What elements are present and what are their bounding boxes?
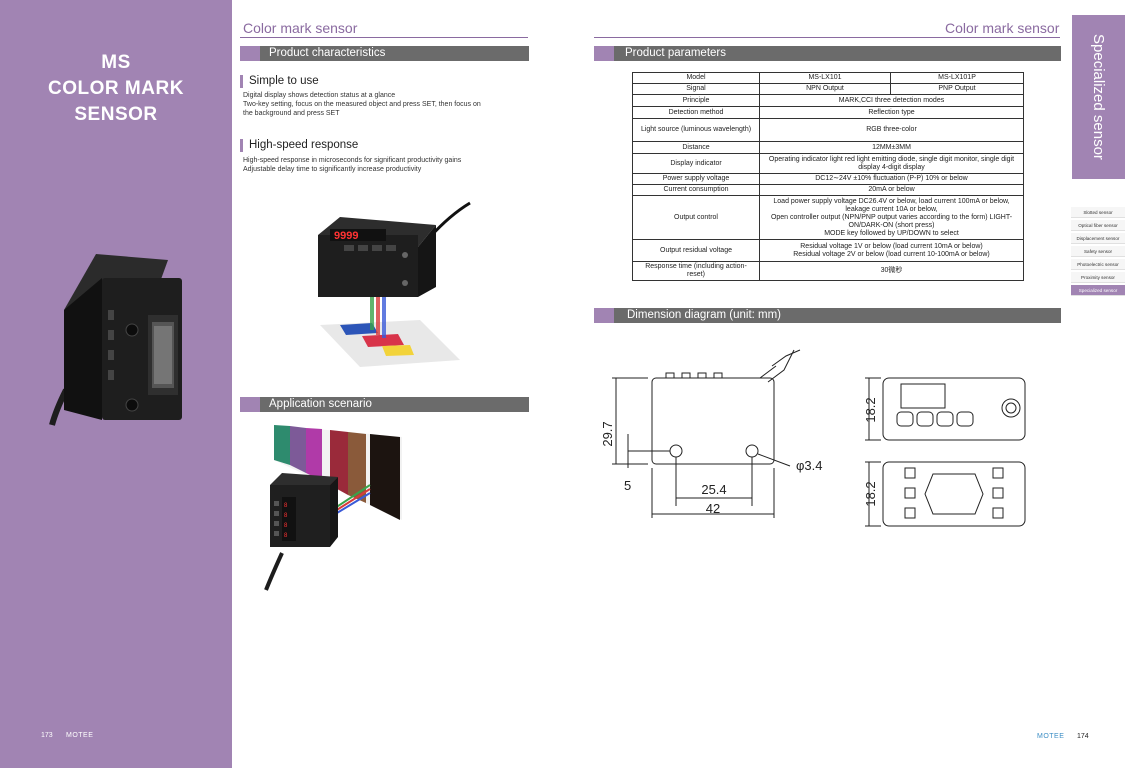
page-number-left: 173 [41,732,53,739]
table-row: Response time (including action- reset) … [632,261,1024,281]
sensor-scanning-photo: 9999 [318,201,471,367]
high-speed-text: High-speed response in microseconds for … [243,157,462,173]
svg-text:5: 5 [624,478,631,493]
table-row: Current consumption 20mA or below [632,184,1024,196]
table-row: Principle MARK,CCI three detection modes [632,94,1024,107]
svg-text:8: 8 [284,523,288,529]
table-row: Light source (luminous wavelength) RGB t… [632,118,1024,142]
table-row: Model MS-LX101 MS-LX101P [632,72,1024,84]
table-row: Distance 12MM±3MM [632,141,1024,154]
specialized-sensor-tab-label: Specialized sensor [1090,34,1107,160]
left-header-rule [240,37,528,38]
table-row: Display indicator Operating indicator li… [632,153,1024,174]
table-row: Power supply voltage DC12∼24V ±10% fluct… [632,173,1024,185]
brand-left: MOTEE [66,732,94,739]
product-title: MS COLOR MARK SENSOR [48,52,184,125]
device-display-digits: 9999 [334,230,358,242]
svg-text:8: 8 [284,503,288,509]
simple-to-use-heading: Simple to use [240,75,319,88]
side-nav-optical-fiber-sensor[interactable]: Optical fiber sensor [1071,220,1125,231]
left-page-header: Color mark sensor [243,20,358,36]
right-header-rule [594,37,1060,38]
svg-text:φ3.4: φ3.4 [796,458,823,473]
svg-text:18.2: 18.2 [863,397,878,422]
side-nav-specialized-sensor[interactable]: Specialized sensor [1071,285,1125,296]
svg-text:8: 8 [284,513,288,519]
simple-to-use-text: Digital display shows detection status a… [243,92,481,117]
svg-text:29.7: 29.7 [600,421,615,446]
svg-text:18.2: 18.2 [863,481,878,506]
page-number-right: 174 [1077,733,1089,740]
sensor-product-photo [49,254,182,426]
side-nav-slotted-sensor[interactable]: Slotted sensor [1071,207,1125,218]
svg-text:8: 8 [284,533,288,539]
side-nav-photoelectric-sensor[interactable]: Photoelectric sensor [1071,259,1125,270]
right-page-header: Color mark sensor [945,20,1060,36]
side-nav-displacement-sensor[interactable]: Displacement sensor [1071,233,1125,244]
high-speed-heading: High-speed response [240,139,358,152]
application-scenario-photo: 8 8 8 8 [264,425,402,591]
application-scenario-bar: Application scenario [240,397,529,412]
dimension-diagram-bar: Dimension diagram (unit: mm) [594,308,1061,323]
side-views-dimension-drawing: 18.2 18.2 [863,377,1026,527]
table-row: Signal NPN Output PNP Output [632,83,1024,95]
svg-text:42: 42 [706,501,720,516]
product-parameters-bar: Product parameters [594,46,1061,61]
side-nav-proximity-sensor[interactable]: Proximity sensor [1071,272,1125,283]
product-characteristics-bar: Product characteristics [240,46,529,61]
side-nav-safety-sensor[interactable]: Safety sensor [1071,246,1125,257]
brand-right: MOTEE [1037,733,1065,740]
product-parameters-table: Model MS-LX101 MS-LX101P Signal NPN Outp… [632,72,1024,281]
svg-text:25.4: 25.4 [701,482,726,497]
front-view-dimension-drawing: 29.7 5 25.4 42 φ3.4 [600,349,823,518]
specialized-sensor-tab [1072,15,1125,179]
table-row: Detection method Reflection type [632,106,1024,119]
table-row: Output control Load power supply voltage… [632,195,1024,240]
table-row: Output residual voltage Residual voltage… [632,239,1024,262]
